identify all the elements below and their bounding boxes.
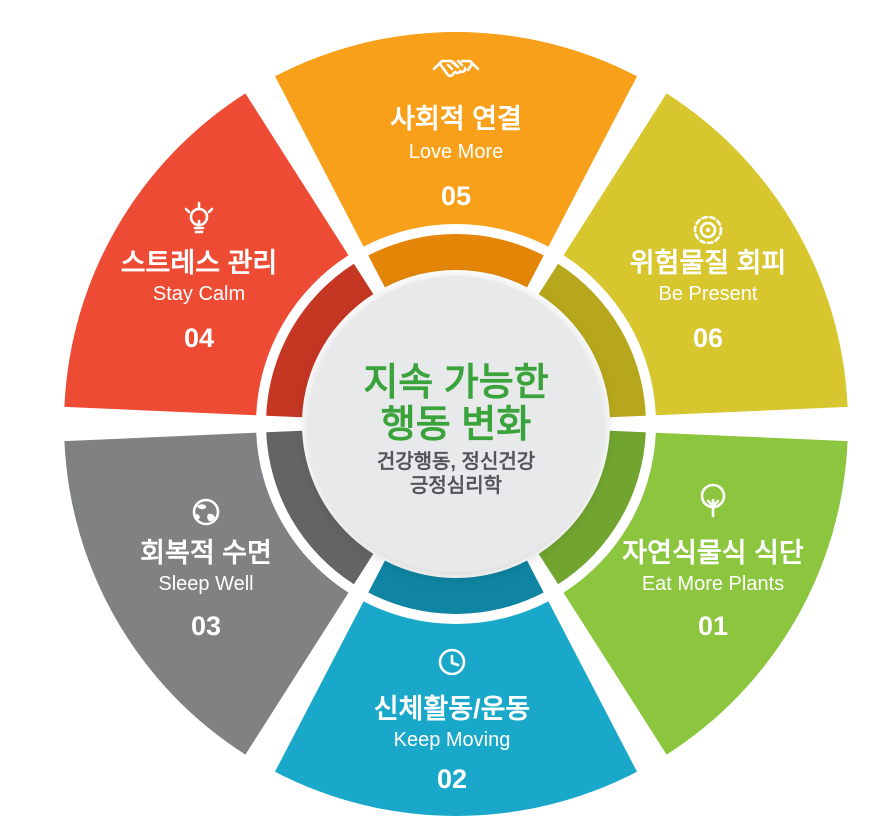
segment-restorative-sleep: 회복적 수면 Sleep Well 03 xyxy=(64,430,374,755)
segment-title: 스트레스 관리 xyxy=(121,248,278,278)
segment-title: 위험물질 회피 xyxy=(630,248,787,278)
segment-number: 03 xyxy=(191,611,221,641)
center-title-line2: 행동 변화 xyxy=(381,404,531,446)
sector-shape xyxy=(64,93,349,416)
segment-title: 신체활동/운동 xyxy=(374,694,531,724)
gear-icon xyxy=(693,215,723,245)
segment-subtitle: Eat More Plants xyxy=(642,573,784,595)
sector-shape xyxy=(275,32,637,247)
segment-number: 04 xyxy=(184,323,214,353)
segment-subtitle: Be Present xyxy=(659,283,758,305)
center-hub: 지속 가능한 행동 변화 건강행동, 정신건강 긍정심리학 xyxy=(308,276,604,572)
lightbulb-icon xyxy=(184,201,214,234)
tree-icon xyxy=(700,483,726,518)
segment-social-connection: 사회적 연결 Love More 05 xyxy=(275,32,637,288)
sector-inner-arc xyxy=(266,263,374,418)
segment-number: 01 xyxy=(698,611,728,641)
segment-title: 사회적 연결 xyxy=(390,104,522,134)
sector-inner-arc xyxy=(538,263,646,418)
segment-subtitle: Love More xyxy=(409,141,504,163)
segment-subtitle: Sleep Well xyxy=(158,573,253,595)
center-subtitle-line1: 건강행동, 정신건강 xyxy=(377,450,536,473)
sector-inner-arc xyxy=(368,234,544,288)
center-subtitle-line2: 긍정심리학 xyxy=(410,474,503,497)
segment-subtitle: Stay Calm xyxy=(153,283,245,305)
handshake-icon xyxy=(432,59,480,78)
sector-shape xyxy=(275,601,637,816)
segment-number: 02 xyxy=(437,764,467,794)
segment-title: 자연식물식 식단 xyxy=(622,538,804,568)
segment-number: 06 xyxy=(693,323,723,353)
sector-inner-arc xyxy=(368,560,544,614)
sector-inner-arc xyxy=(266,430,374,585)
segment-plant-based-diet: 자연식물식 식단 Eat More Plants 01 xyxy=(538,430,848,755)
segment-title: 회복적 수면 xyxy=(140,538,272,568)
center-circle xyxy=(308,276,604,572)
sector-shape xyxy=(563,93,848,416)
sector-shape xyxy=(563,432,848,755)
segment-physical-activity: 신체활동/운동 Keep Moving 02 xyxy=(275,560,637,816)
globe-icon xyxy=(192,498,220,526)
sector-shape xyxy=(64,432,349,755)
segment-number: 05 xyxy=(441,181,471,211)
clock-icon xyxy=(438,648,466,676)
segment-stress-management: 스트레스 관리 Stay Calm 04 xyxy=(64,93,374,418)
sector-inner-arc xyxy=(538,430,646,585)
center-title-line1: 지속 가능한 xyxy=(363,362,548,404)
segment-subtitle: Keep Moving xyxy=(394,729,511,751)
segment-avoid-risky-substances: 위험물질 회피 Be Present 06 xyxy=(538,93,848,418)
